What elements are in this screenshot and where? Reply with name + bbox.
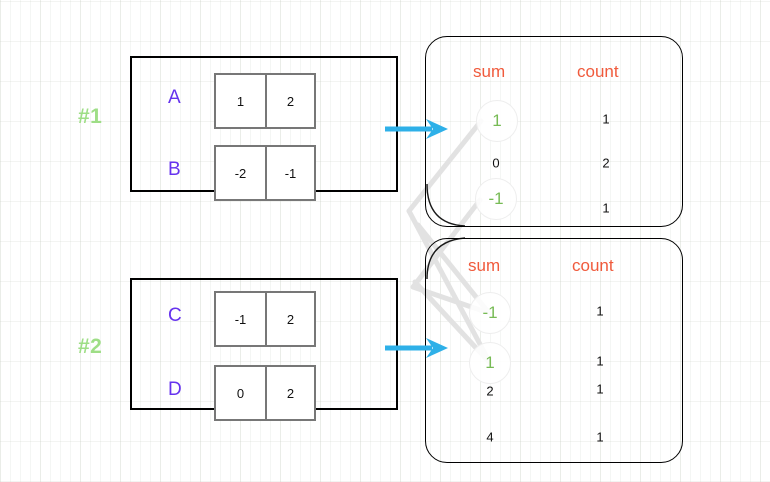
panel-1-count-row-2: 1 — [602, 200, 610, 216]
group-row-label-c: C — [168, 305, 182, 326]
panel-2-sum-row-2: 2 — [486, 383, 494, 399]
arrow-group1-to-panel1-head — [426, 119, 448, 139]
panel-1-count-row-1: 2 — [602, 155, 610, 171]
group-row-c-cells: -1 2 — [214, 291, 316, 347]
group-box-1: A 1 2 B -2 -1 — [130, 56, 398, 201]
panel-2-sum-row-3: 4 — [486, 429, 494, 445]
cell-d-1: 2 — [265, 367, 314, 419]
panel-1-count-row-0: 1 — [602, 111, 610, 127]
group-row-a-cells: 1 2 — [214, 73, 316, 129]
index-tag-2: #2 — [78, 335, 103, 358]
cell-a-0: 1 — [236, 93, 245, 109]
group-row-b-cells: -2 -1 — [214, 145, 316, 201]
link-p1top-to-cross — [406, 118, 484, 214]
link-cross-to-p2second — [406, 208, 493, 366]
cell-c-0: -1 — [234, 311, 247, 327]
panel-2-sum-row-0: -1 — [469, 292, 511, 334]
cell-b-0: -2 — [234, 165, 247, 181]
panel-2-count-row-0: 1 — [596, 303, 604, 319]
cell-b-1: -1 — [265, 147, 314, 199]
cell-c-1: 2 — [265, 293, 314, 345]
panel-1-sum-row-2: -1 — [475, 178, 517, 220]
group-row-label-a: A — [168, 87, 181, 108]
cell-a-1: 2 — [265, 75, 314, 127]
group-row-label-d: D — [168, 379, 182, 400]
group-row-label-b: B — [168, 159, 181, 180]
panel-2-header-count: count — [572, 256, 614, 275]
panel-1-sum-row-0: 1 — [476, 100, 518, 142]
index-tag-1: #1 — [78, 105, 103, 128]
panel-1-header-sum: sum — [473, 62, 506, 81]
panel-2-header-sum: sum — [468, 256, 501, 275]
group-box-2: C -1 2 D 0 2 — [130, 278, 398, 421]
panel-2-count-row-1: 1 — [596, 353, 604, 369]
panel-1-sum-row-1: 0 — [492, 155, 500, 171]
arrow-group2-to-panel2-head — [426, 338, 448, 358]
panel-2-count-row-3: 1 — [596, 429, 604, 445]
panel-1-header-count: count — [577, 62, 619, 81]
cell-d-0: 0 — [236, 385, 245, 401]
group-row-d-cells: 0 2 — [214, 365, 316, 421]
panel-2-count-row-2: 1 — [596, 381, 604, 397]
panel-2-sum-row-1: 1 — [469, 342, 511, 384]
